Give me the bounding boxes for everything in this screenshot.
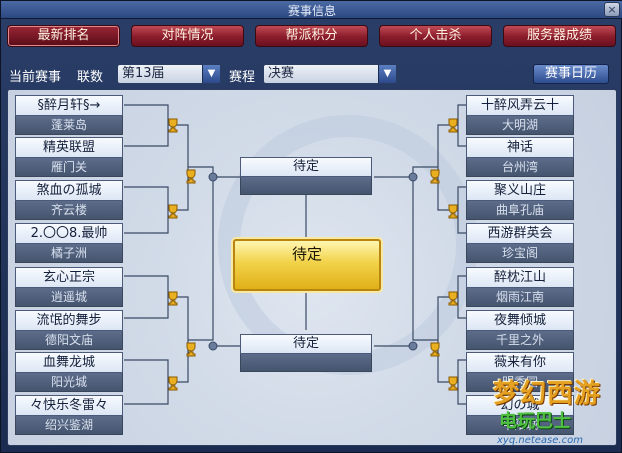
team-server: 蓬莱岛 — [15, 116, 123, 135]
tab-latest-ranking[interactable]: 最新排名 — [7, 25, 120, 47]
final-label: 待定 — [291, 245, 322, 263]
team-name: 煞血の孤城 — [15, 180, 123, 201]
left-team-3[interactable]: 煞血の孤城 齐云楼 — [15, 180, 123, 220]
team-name: 幻の城 — [466, 395, 574, 416]
semifinal-top[interactable]: 待定 — [240, 157, 372, 195]
left-team-8[interactable]: 々快乐冬雷々 绍兴鉴湖 — [15, 395, 123, 435]
team-name: 十醉风弄云十 — [466, 95, 574, 116]
tab-guild-points[interactable]: 帮派积分 — [255, 25, 368, 47]
team-name: 々快乐冬雷々 — [15, 395, 123, 416]
team-name: 玄心正宗 — [15, 267, 123, 288]
team-server: 阳光城 — [15, 373, 123, 392]
right-team-3[interactable]: 聚义山庄 曲阜孔庙 — [466, 180, 574, 220]
watermark-main-text: 梦幻西游 — [493, 379, 602, 409]
team-server: 台州湾 — [466, 158, 574, 177]
left-team-6[interactable]: 流氓的舞步 德阳文庙 — [15, 310, 123, 350]
calendar-button[interactable]: 赛事日历 — [533, 64, 609, 84]
watermark-url: xyq.netease.com — [497, 435, 583, 446]
site-watermark-logo: 梦幻西游 电玩巴士 xyq.netease.com — [491, 373, 617, 451]
close-button[interactable]: × — [604, 2, 620, 17]
trophy-icon — [448, 291, 458, 306]
team-name: 流氓的舞步 — [15, 310, 123, 331]
team-server: 雁门关 — [15, 158, 123, 177]
team-name: 血舞龙城 — [15, 352, 123, 373]
trophy-icon — [168, 376, 178, 391]
team-server: 逍遥城 — [15, 288, 123, 307]
team-name: 神话 — [466, 137, 574, 158]
tab-matchups[interactable]: 对阵情况 — [131, 25, 244, 47]
team-name: 夜舞倾城 — [466, 310, 574, 331]
stage-select[interactable]: 决赛 ▼ — [263, 64, 397, 84]
team-name: 醉枕江山 — [466, 267, 574, 288]
semifinal-bottom-label: 待定 — [240, 334, 372, 354]
title-bar[interactable]: 赛事信息 × — [1, 1, 622, 19]
right-team-7[interactable]: 薇来有你 明秀园 — [466, 352, 574, 392]
trophy-icon — [186, 169, 196, 184]
stage-value: 决赛 — [268, 66, 295, 81]
season-select[interactable]: 第13届 ▼ — [117, 64, 221, 84]
right-team-1[interactable]: 十醉风弄云十 大明湖 — [466, 95, 574, 135]
team-server: 明秀园 — [466, 373, 574, 392]
team-server: 烟雨江南 — [466, 288, 574, 307]
team-name: 薇来有你 — [466, 352, 574, 373]
team-server: 曲阜孔庙 — [466, 201, 574, 220]
trophy-icon — [186, 342, 196, 357]
current-event-label: 当前赛事 — [9, 70, 62, 85]
watermark-sub-text: 电玩巴士 — [499, 411, 571, 432]
team-name: §醉月轩§→ — [15, 95, 123, 116]
chevron-down-icon[interactable]: ▼ — [202, 65, 220, 83]
team-server: 橘子洲 — [15, 244, 123, 263]
team-server: 平阳城 — [466, 416, 574, 435]
trophy-icon — [168, 204, 178, 219]
tab-bar: 最新排名 对阵情况 帮派积分 个人击杀 服务器成绩 — [7, 25, 617, 51]
trophy-icon — [168, 118, 178, 133]
right-team-5[interactable]: 醉枕江山 烟雨江南 — [466, 267, 574, 307]
left-team-7[interactable]: 血舞龙城 阳光城 — [15, 352, 123, 392]
right-team-8[interactable]: 幻の城 平阳城 — [466, 395, 574, 435]
team-name: 聚义山庄 — [466, 180, 574, 201]
trophy-icon — [448, 376, 458, 391]
team-server: 珍宝阁 — [466, 244, 574, 263]
right-team-6[interactable]: 夜舞倾城 千里之外 — [466, 310, 574, 350]
team-server: 齐云楼 — [15, 201, 123, 220]
trophy-icon — [168, 291, 178, 306]
team-name: 西游群英会 — [466, 223, 574, 244]
stage-label: 赛程 — [229, 70, 256, 85]
right-team-2[interactable]: 神话 台州湾 — [466, 137, 574, 177]
team-name: 精英联盟 — [15, 137, 123, 158]
trophy-icon — [430, 169, 440, 184]
tab-personal-kills[interactable]: 个人击杀 — [379, 25, 492, 47]
filter-bar: 当前赛事 联数 第13届 ▼ 赛程 决赛 ▼ 赛事日历 — [7, 64, 617, 86]
left-team-1[interactable]: §醉月轩§→ 蓬莱岛 — [15, 95, 123, 135]
season-value: 第13届 — [122, 66, 165, 81]
semifinal-top-server — [240, 177, 372, 195]
semifinal-top-label: 待定 — [240, 157, 372, 177]
trophy-icon — [430, 342, 440, 357]
tab-server-results[interactable]: 服务器成绩 — [503, 25, 616, 47]
left-team-2[interactable]: 精英联盟 雁门关 — [15, 137, 123, 177]
team-server: 德阳文庙 — [15, 331, 123, 350]
trophy-icon — [448, 204, 458, 219]
window-title: 赛事信息 — [287, 4, 336, 18]
team-server: 绍兴鉴湖 — [15, 416, 123, 435]
chevron-down-icon[interactable]: ▼ — [378, 65, 396, 83]
left-team-5[interactable]: 玄心正宗 逍遥城 — [15, 267, 123, 307]
bracket-board: §醉月轩§→ 蓬莱岛 精英联盟 雁门关 煞血の孤城 齐云楼 2.〇〇8.最帅 橘… — [7, 89, 617, 446]
semifinal-bottom[interactable]: 待定 — [240, 334, 372, 372]
trophy-icon — [448, 118, 458, 133]
team-server: 大明湖 — [466, 116, 574, 135]
team-server: 千里之外 — [466, 331, 574, 350]
final-slot[interactable]: 待定 — [233, 239, 381, 291]
team-name: 2.〇〇8.最帅 — [15, 223, 123, 244]
left-team-4[interactable]: 2.〇〇8.最帅 橘子洲 — [15, 223, 123, 263]
right-team-4[interactable]: 西游群英会 珍宝阁 — [466, 223, 574, 263]
semifinal-bottom-server — [240, 354, 372, 372]
season-label: 联数 — [77, 70, 104, 85]
